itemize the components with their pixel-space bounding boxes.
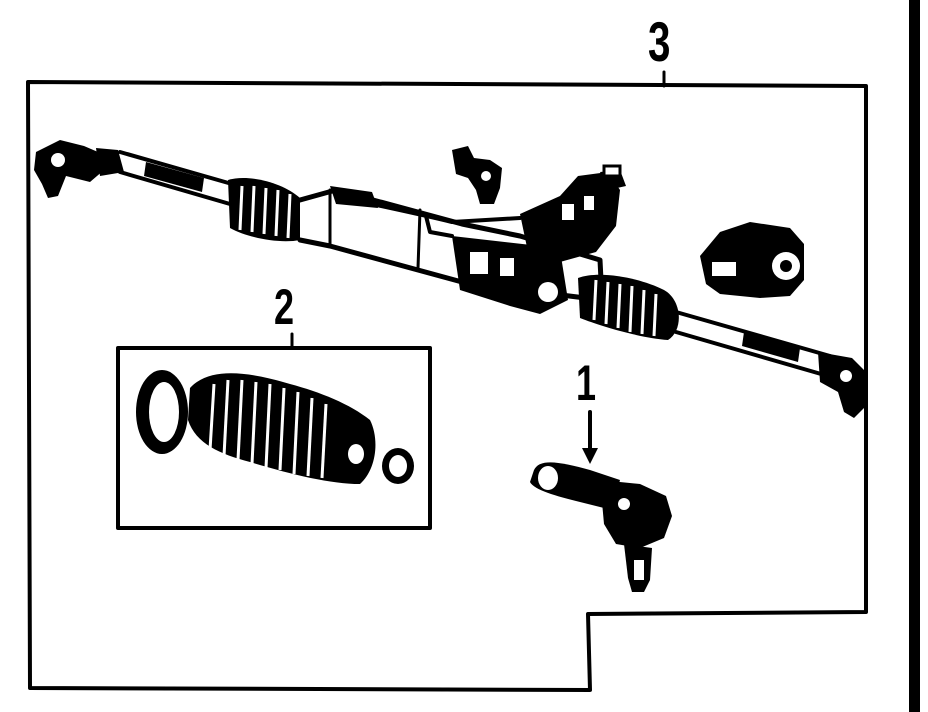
right-tie-rod xyxy=(674,310,832,358)
right-bellows-boot xyxy=(578,274,679,340)
input-shaft-valve xyxy=(520,164,626,262)
steering-rack-assembly xyxy=(34,140,866,418)
right-tie-rod-end xyxy=(818,352,866,418)
fluid-line-upper xyxy=(334,194,522,224)
page-edge-bar xyxy=(909,0,920,712)
boot-kit-frame xyxy=(116,346,432,530)
callout-2-label: 2 xyxy=(274,279,295,335)
left-bellows-boot xyxy=(228,178,300,242)
callout-1-arrow xyxy=(582,410,598,464)
valve-body-pinion-housing xyxy=(452,236,568,314)
callout-1-label: 1 xyxy=(576,355,597,411)
left-tie-rod-end xyxy=(34,140,124,198)
rack-mount-bushing xyxy=(700,222,804,298)
tie-rod-end-detail xyxy=(530,462,672,592)
assembly-outline-frame xyxy=(26,80,868,692)
callout-3-label: 3 xyxy=(648,10,671,73)
left-tie-rod xyxy=(118,150,234,186)
banjo-fitting xyxy=(452,146,502,204)
boot-kit-parts xyxy=(136,370,414,484)
